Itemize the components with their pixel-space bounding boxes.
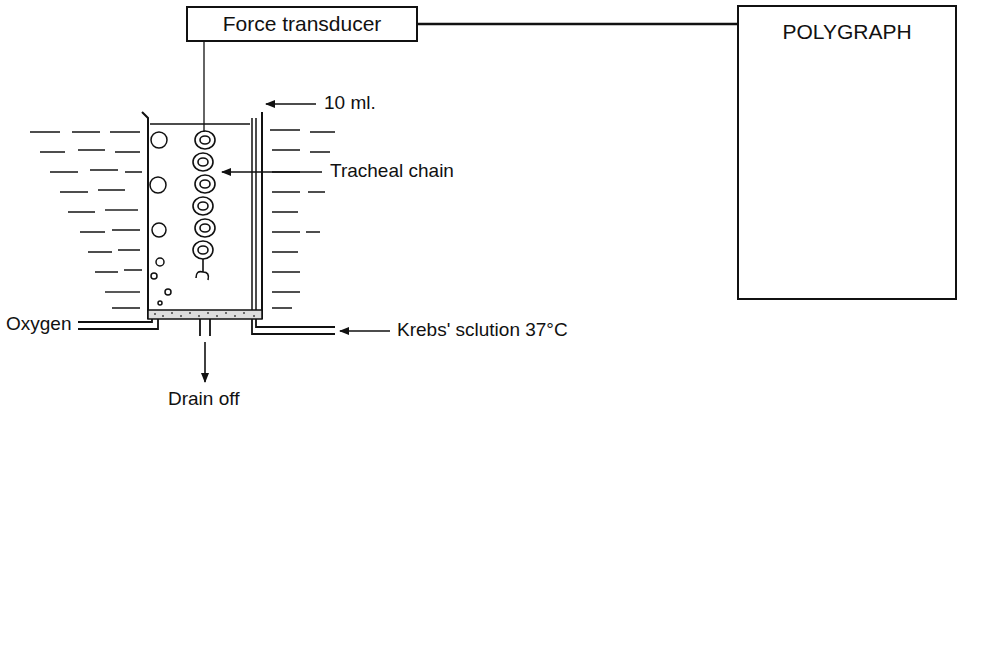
tracheal-chain [193, 131, 215, 280]
thread [203, 42, 204, 132]
water-bath [30, 130, 335, 308]
organ-bath-beaker [142, 112, 262, 318]
part-label: Tracheal chain [328, 160, 456, 183]
part-label: Krebs' sclution 37°C [395, 319, 570, 342]
part-label: Oxygen [4, 313, 73, 336]
oxygen-bubbles [150, 132, 171, 305]
frit-stipple [154, 312, 255, 317]
part-label: Drain off [166, 388, 241, 411]
sintered-glass-frit [148, 310, 262, 319]
transducer-box: Force transducer [186, 6, 418, 42]
signal-cable [418, 24, 737, 25]
recorder-box: POLYGRAPH [737, 5, 957, 300]
part-label: 10 ml. [322, 92, 378, 115]
box-label: Force transducer [223, 11, 382, 36]
leader-arrows [205, 104, 390, 382]
box-label: POLYGRAPH [782, 19, 911, 44]
pipes [78, 319, 335, 336]
